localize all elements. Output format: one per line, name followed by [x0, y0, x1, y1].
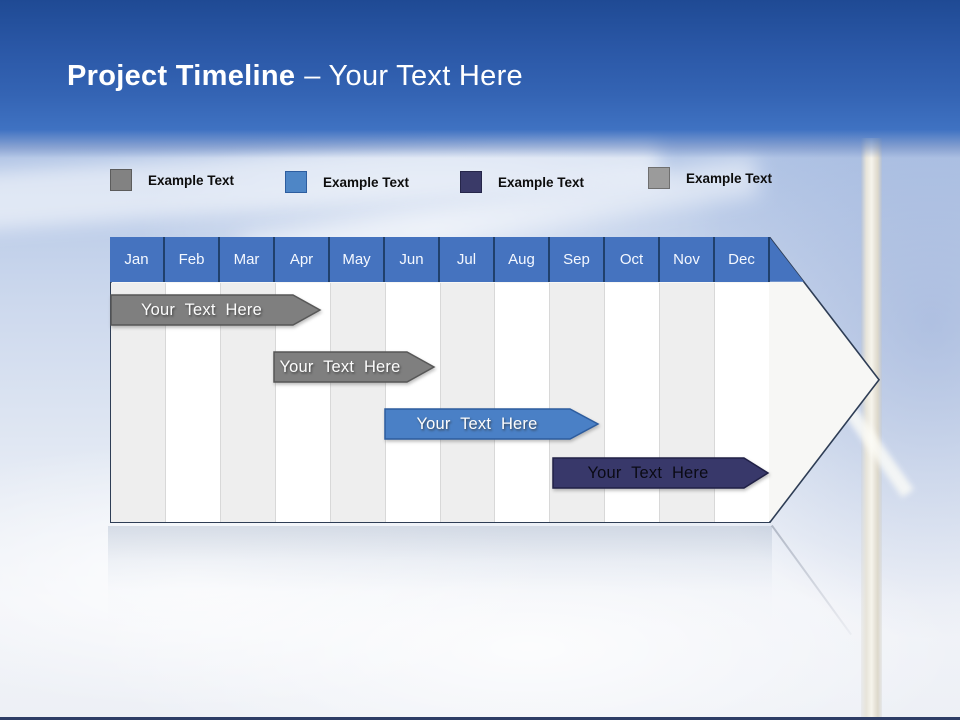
- table-reflection: [108, 526, 772, 626]
- legend-item: Example Text: [460, 171, 584, 193]
- slide-title: Project Timeline– Your Text Here: [67, 60, 523, 93]
- legend-swatch: [110, 169, 132, 191]
- month-column: [330, 283, 386, 522]
- timeline-bar: Your Text Here: [552, 457, 770, 489]
- month-header-row: Jan Feb Mar Apr May Jun Jul Aug Sep Oct …: [110, 237, 770, 282]
- month-header-cell: Dec: [715, 237, 770, 282]
- legend-swatch: [648, 167, 670, 189]
- timeline-bar: Your Text Here: [384, 408, 600, 440]
- month-header-cell: Aug: [495, 237, 550, 282]
- legend-item: Example Text: [110, 169, 234, 191]
- legend-label: Example Text: [148, 172, 235, 188]
- month-header-cell: Jul: [440, 237, 495, 282]
- timeline-bar: Your Text Here: [110, 294, 322, 326]
- legend-swatch: [460, 171, 482, 193]
- bottom-border: [0, 717, 960, 720]
- legend-label: Example Text: [323, 174, 410, 190]
- legend-label: Example Text: [686, 170, 773, 186]
- month-header-cell: Sep: [550, 237, 605, 282]
- legend-item: Example Text: [285, 171, 409, 193]
- month-header-cell: May: [330, 237, 385, 282]
- timeline-bar-label: Your Text Here: [279, 357, 401, 376]
- title-banner: [0, 0, 960, 158]
- month-header-cell: Apr: [275, 237, 330, 282]
- legend-swatch: [285, 171, 307, 193]
- month-header-cell: Nov: [660, 237, 715, 282]
- slide-title-sub: – Your Text Here: [304, 60, 523, 92]
- timeline-bar-label: Your Text Here: [587, 463, 709, 482]
- month-header-cell: Jun: [385, 237, 440, 282]
- timeline-bar-label: Your Text Here: [416, 414, 538, 433]
- month-header-cell: Oct: [605, 237, 660, 282]
- legend-item: Example Text: [648, 167, 772, 189]
- month-column: [385, 283, 441, 522]
- month-header-cell: Mar: [220, 237, 275, 282]
- month-column: [495, 283, 551, 522]
- month-header-cell: Jan: [110, 237, 165, 282]
- month-header-cell: Feb: [165, 237, 220, 282]
- legend-label: Example Text: [498, 174, 585, 190]
- slide-title-main: Project Timeline: [67, 60, 296, 92]
- timeline-bar-label: Your Text Here: [140, 300, 263, 319]
- month-column: [440, 283, 496, 522]
- timeline-bar: Your Text Here: [273, 351, 436, 383]
